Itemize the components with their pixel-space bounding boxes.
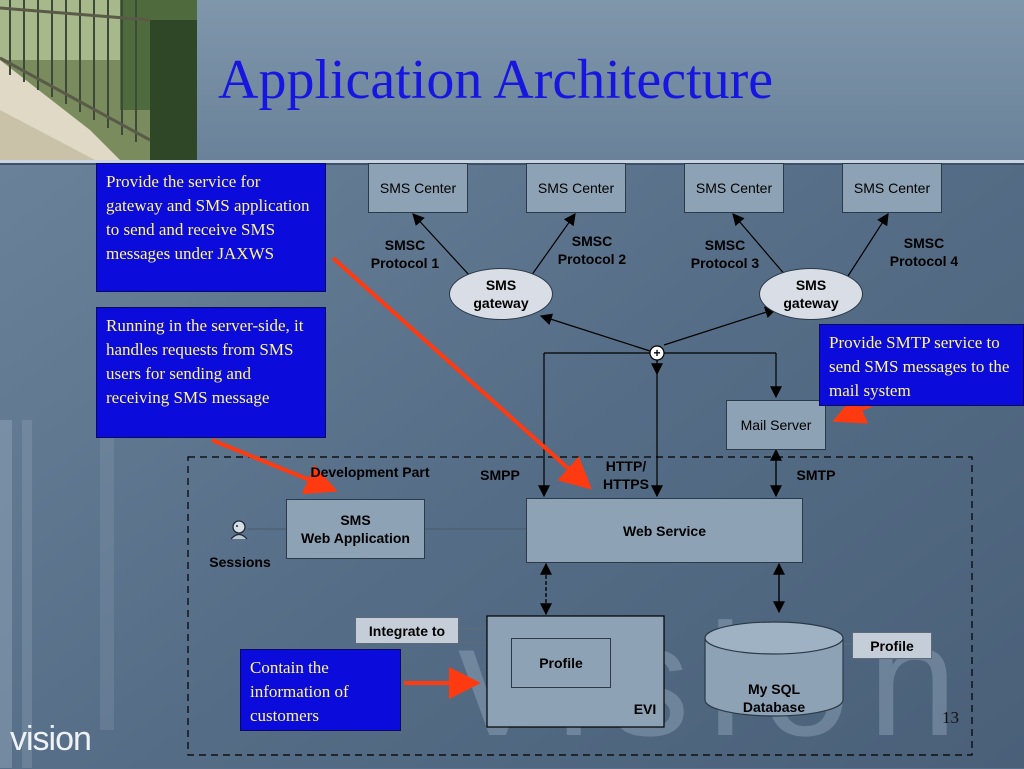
evi-label: EVI <box>633 701 657 717</box>
sessions-user-icon <box>230 520 248 540</box>
callout-gateway-service: Provide the service for gateway and SMS … <box>96 163 326 292</box>
junction-symbol: + <box>653 346 661 360</box>
callout-server-side: Running in the server-side, it handles r… <box>96 307 326 438</box>
integrate-to-note: Integrate to <box>355 617 459 644</box>
http-label: HTTP/HTTPS <box>603 458 649 492</box>
web-service: Web Service <box>526 498 803 563</box>
sessions-label: Sessions <box>209 554 271 570</box>
sms-center-1: SMS Center <box>368 163 468 213</box>
callout-customer-info: Contain the information of customers <box>240 649 401 731</box>
mail-server: Mail Server <box>726 400 826 450</box>
evi-profile: Profile <box>511 638 611 688</box>
slide-title: Application Architecture <box>218 49 774 111</box>
callout-smtp-service: Provide SMTP service to send SMS message… <box>819 324 1024 406</box>
database-cylinder <box>704 621 844 717</box>
database-profile-note: Profile <box>852 632 932 659</box>
page-number: 13 <box>942 708 959 727</box>
smpp-label: SMPP <box>480 467 520 483</box>
development-part-label: Development Part <box>310 464 430 480</box>
sms-center-4: SMS Center <box>842 163 942 213</box>
smtp-label: SMTP <box>796 467 836 483</box>
corner-photo <box>0 0 197 160</box>
sms-center-2: SMS Center <box>526 163 626 213</box>
sms-center-3: SMS Center <box>684 163 784 213</box>
vision-logo: vision <box>10 720 92 758</box>
